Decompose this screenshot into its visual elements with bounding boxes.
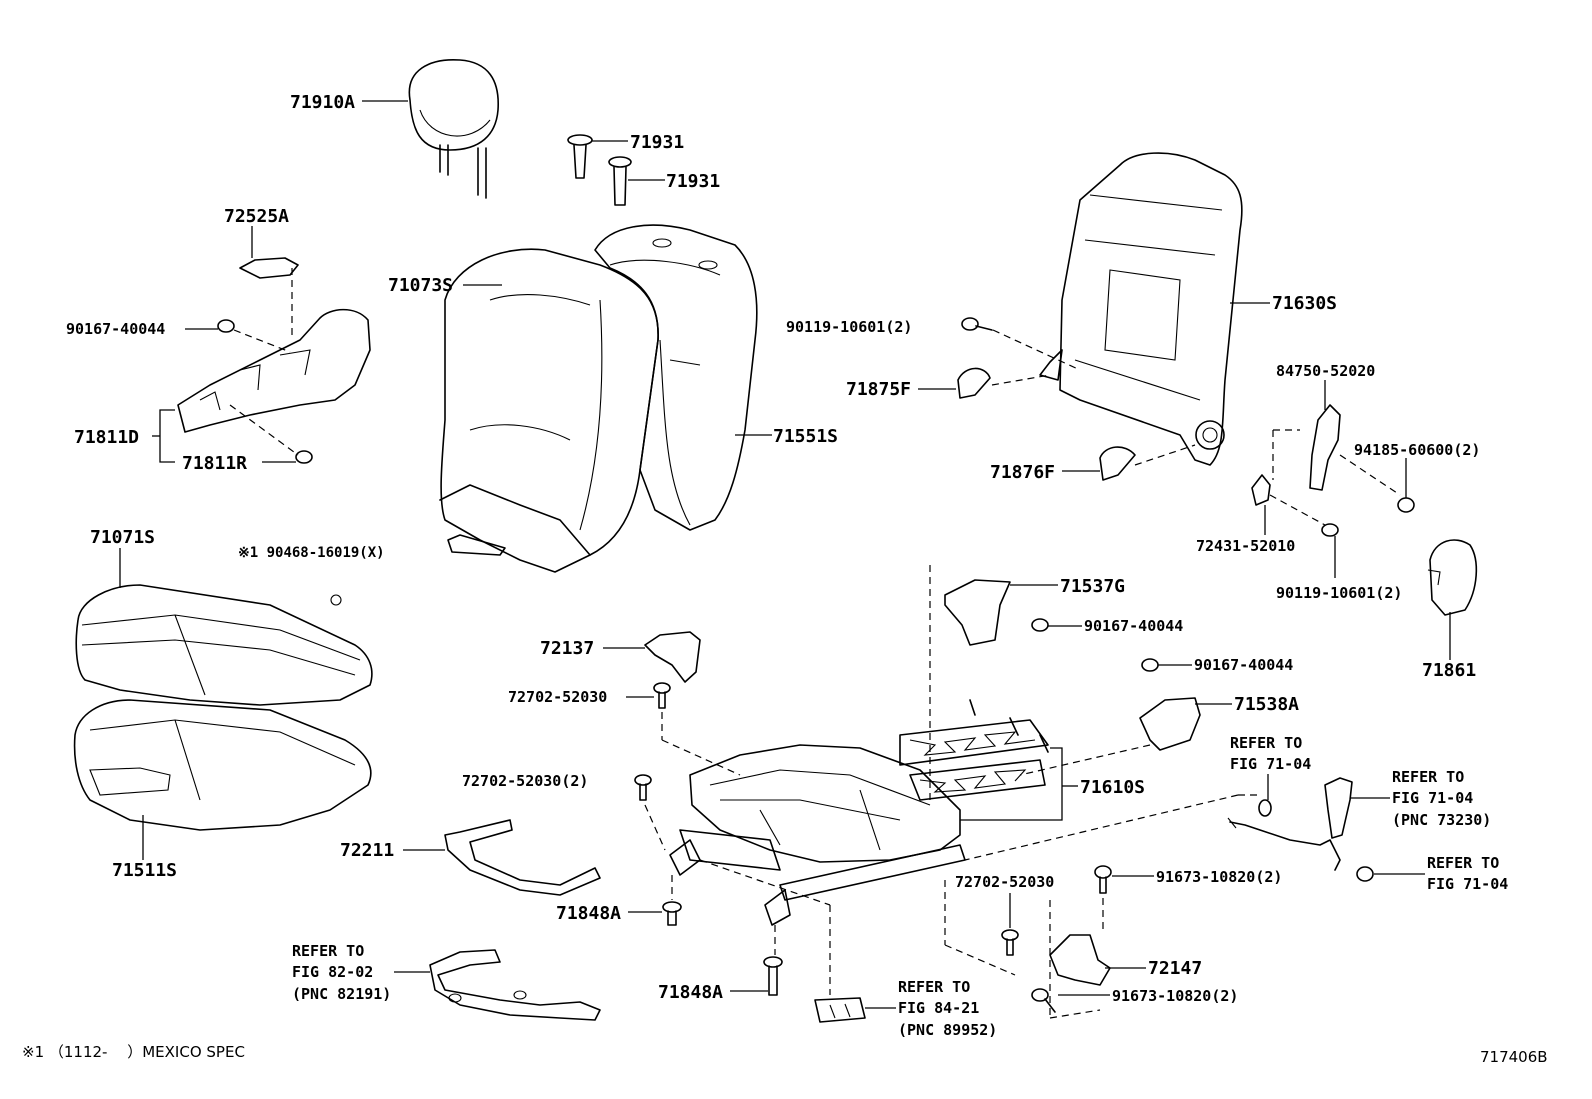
label-71073S: 71073S: [388, 275, 453, 296]
ref-fig71-b-line2: FIG 71-04: [1392, 789, 1473, 807]
bolt-72702-b: [634, 774, 652, 801]
label-71811D: 71811D: [74, 427, 139, 448]
ref-fig84-line2: FIG 84-21: [898, 999, 979, 1017]
label-84750-52020: 84750-52020: [1276, 362, 1375, 380]
ref-fig71-c-line1: REFER TO: [1427, 854, 1499, 872]
label-90468-16019: ※1 90468-16019(X): [238, 545, 385, 561]
label-72702-52030-2: 72702-52030(2): [462, 772, 588, 790]
label-71931-upper: 71931: [630, 132, 684, 153]
label-71511S: 71511S: [112, 860, 177, 881]
label-71910A: 71910A: [290, 92, 355, 113]
bracket-72137-drawing: [644, 631, 701, 683]
label-71538A: 71538A: [1234, 694, 1299, 715]
seat-shield-drawing: [177, 257, 371, 464]
label-90167-40044-c: 90167-40044: [1194, 656, 1293, 674]
harness-82191-drawing: [429, 949, 601, 1021]
label-72137: 72137: [540, 638, 594, 659]
label-72211: 72211: [340, 840, 394, 861]
label-71876F: 71876F: [990, 462, 1055, 483]
ref-fig84-line1: REFER TO: [898, 978, 970, 996]
label-71551S: 71551S: [773, 426, 838, 447]
label-71848A-a: 71848A: [556, 903, 621, 924]
bolt-71848A-b: [763, 956, 783, 996]
label-91673-10820-b: 91673-10820(2): [1112, 987, 1238, 1005]
seat-cushion-pad-drawing: [73, 699, 372, 831]
label-90119-10601-b: 90119-10601(2): [1276, 584, 1402, 602]
label-71537G: 71537G: [1060, 576, 1125, 597]
label-94185-60600: 94185-60600(2): [1354, 441, 1480, 459]
cover-71876F-drawing: [1099, 446, 1136, 481]
label-71931-lower: 71931: [666, 171, 720, 192]
label-71875F: 71875F: [846, 379, 911, 400]
label-71848A-b: 71848A: [658, 982, 723, 1003]
cable-72211-drawing: [444, 819, 601, 896]
seatback-pad-drawing: [594, 224, 758, 531]
label-72702-52030-c: 72702-52030: [955, 873, 1054, 891]
ref-fig71-a-line2: FIG 71-04: [1230, 755, 1311, 773]
label-71861: 71861: [1422, 660, 1476, 681]
bolt-72702-c: [1001, 929, 1019, 956]
seat-cushion-cover-drawing: [75, 584, 373, 706]
connector-89952-drawing: [814, 997, 866, 1023]
seatback-cover-drawing: [439, 248, 659, 573]
buckle-73230-drawing: [1227, 777, 1353, 871]
label-91673-10820-a: 91673-10820(2): [1156, 868, 1282, 886]
ref-fig84-line3: (PNC 89952): [898, 1021, 997, 1039]
cover-71537G-drawing: [944, 579, 1011, 646]
bolt-71848A-a: [662, 901, 682, 926]
label-90119-10601-a: 90119-10601(2): [786, 318, 912, 336]
headrest-drawing: [408, 59, 499, 199]
label-71630S: 71630S: [1272, 293, 1337, 314]
label-90167-40044-a: 90167-40044: [66, 320, 165, 338]
footnote-mexico-spec: ※1 （1112- ）MEXICO SPEC: [22, 1043, 245, 1061]
knob-71861-drawing: [1427, 539, 1478, 616]
label-72147: 72147: [1148, 958, 1202, 979]
ref-fig82-line3: (PNC 82191): [292, 985, 391, 1003]
seat-track-drawing: [669, 744, 966, 926]
headrest-guide-drawing: [567, 134, 632, 206]
label-71811R: 71811R: [182, 453, 247, 474]
bracket-72147-drawing: [1049, 934, 1111, 986]
label-71610S: 71610S: [1080, 777, 1145, 798]
bolt-72702-a: [653, 682, 671, 709]
diagram-id: 717406B: [1480, 1048, 1548, 1066]
cover-71538A-drawing: [1139, 697, 1201, 751]
seat-spring-drawing: [899, 699, 1049, 801]
ref-fig82-line1: REFER TO: [292, 942, 364, 960]
ref-fig71-b-line3: (PNC 73230): [1392, 811, 1491, 829]
hinge-cover-72431-drawing: [1251, 474, 1271, 506]
recliner-cover-84750-drawing: [1309, 404, 1341, 491]
label-72525A: 72525A: [224, 206, 289, 227]
label-71071S: 71071S: [90, 527, 155, 548]
label-90167-40044-b: 90167-40044: [1084, 617, 1183, 635]
ref-fig82-line2: FIG 82-02: [292, 963, 373, 981]
cover-71875F-drawing: [957, 367, 991, 399]
label-72431-52010: 72431-52010: [1196, 537, 1295, 555]
ref-fig71-a-line1: REFER TO: [1230, 734, 1302, 752]
label-72702-52030-a: 72702-52030: [508, 688, 607, 706]
bolt-91673-b: [1031, 988, 1056, 1013]
seatback-frame-drawing: [1039, 152, 1243, 466]
bolt-90119-a: [961, 317, 993, 331]
ref-fig71-c-line2: FIG 71-04: [1427, 875, 1508, 893]
bolt-91673-a: [1094, 865, 1112, 894]
ref-fig71-b-line1: REFER TO: [1392, 768, 1464, 786]
